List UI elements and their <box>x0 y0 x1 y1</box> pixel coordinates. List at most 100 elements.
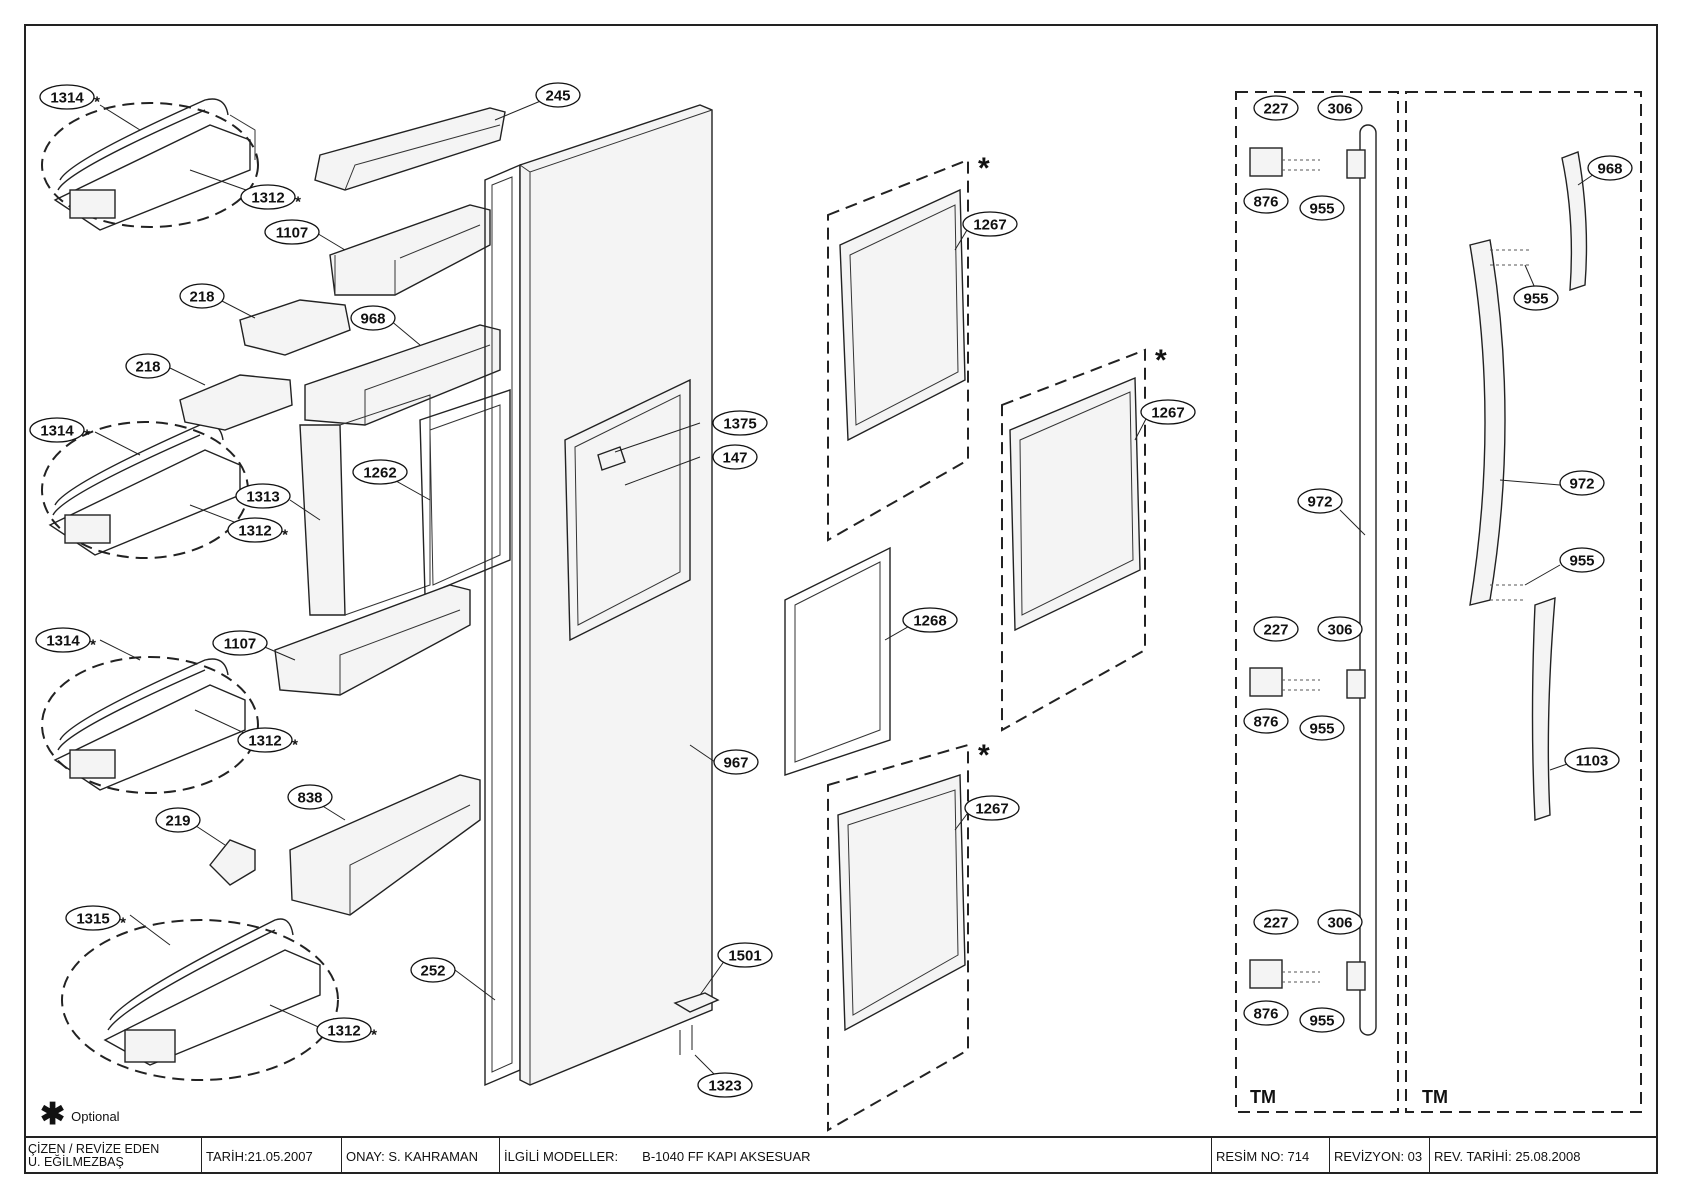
callout-955-a: 955 <box>1299 195 1345 221</box>
curved-handle-972 <box>1469 239 1506 606</box>
callout-1262: 1262 <box>352 459 408 485</box>
optional-star-icon: * <box>90 637 96 654</box>
hinge-block-876-b <box>1249 667 1366 699</box>
hinge-block-876-a <box>1249 147 1366 179</box>
handle-cap-245 <box>314 107 506 191</box>
option-box-1267-top <box>827 158 969 542</box>
tm-box-right <box>1405 91 1642 1113</box>
handle-bar-972 <box>1359 124 1377 1036</box>
tb-approval: ONAY: S. KAHRAMAN <box>342 1138 500 1174</box>
callout-label: 876 <box>1253 1006 1278 1023</box>
callout-1103: 1103 <box>1564 747 1620 773</box>
option-box-1267-mid <box>1001 348 1146 732</box>
leader-lines <box>94 94 1601 1086</box>
callout-label: 219 <box>165 813 190 830</box>
callout-label: 876 <box>1253 714 1278 731</box>
callout-955-d: 955 <box>1513 285 1559 311</box>
tm-label-right: TM <box>1422 1087 1448 1107</box>
callout-label: 218 <box>189 289 214 306</box>
callout-1312-a: 1312 * <box>240 184 301 211</box>
callout-1313: 1313 <box>235 483 291 509</box>
egg-tray-218-mid <box>179 374 293 431</box>
part-callouts: 1314*1312*24511072189682181314*131312621… <box>29 82 1633 1098</box>
cover-1267-mid <box>1009 376 1141 632</box>
gasket-1268 <box>784 546 891 776</box>
callout-218-b: 218 <box>125 353 171 379</box>
callout-label: 1375 <box>723 416 756 433</box>
callout-label: 838 <box>297 790 322 807</box>
door-rail-1314-mid <box>41 421 249 559</box>
plate-1501 <box>673 992 720 1013</box>
callout-1314-b: 1314* <box>29 417 90 444</box>
callout-label: 1313 <box>246 489 279 506</box>
callout-label: 227 <box>1263 622 1288 639</box>
callout-147: 147 <box>712 444 758 470</box>
tm-label-left: TM <box>1250 1087 1276 1107</box>
tb-models-label: İLGİLİ MODELLER: <box>504 1148 619 1164</box>
tb-revision-date: REV. TARİHİ: 25.08.2008 <box>1434 1148 1581 1164</box>
callout-label: 967 <box>723 755 748 772</box>
callout-label: 1315 <box>76 911 109 928</box>
tb-models-value: B-1040 FF KAPI AKSESUAR <box>642 1148 811 1164</box>
callout-label: 1312 <box>238 523 271 540</box>
asterisk-icon: ✱ <box>40 1098 66 1131</box>
callout-1323: 1323 <box>697 1072 753 1098</box>
callout-968-b: 968 <box>1587 155 1633 181</box>
callout-1314-c: 1314 * <box>35 627 96 654</box>
legend: ✱ Optional <box>40 1098 120 1131</box>
frame-1262 <box>419 389 511 597</box>
callout-955-c: 955 <box>1299 1007 1345 1033</box>
door-rail-1314-top <box>41 98 259 231</box>
tb-drawer-name: U. EĞİLMEZBAŞ <box>28 1155 124 1169</box>
callout-967: 967 <box>713 749 759 775</box>
clip-219 <box>209 839 256 886</box>
option-box-1267-low <box>827 743 969 1132</box>
optional-star-icon: * <box>1155 344 1167 377</box>
tb-models-cell: İLGİLİ MODELLER: B-1040 FF KAPI AKSESUAR <box>500 1138 1212 1174</box>
tb-drawer-cell: ÇİZEN / REVİZE EDEN U. EĞİLMEZBAŞ <box>24 1138 202 1174</box>
callout-label: 1312 <box>327 1023 360 1040</box>
callout-1267-a: 1267 <box>962 211 1018 237</box>
screws-1323 <box>679 1025 693 1055</box>
egg-tray-218-top <box>239 299 351 356</box>
callout-label: 955 <box>1309 201 1334 218</box>
callout-838: 838 <box>287 784 333 810</box>
callout-label: 1103 <box>1576 753 1609 770</box>
tb-drawer-label: ÇİZEN / REVİZE EDEN <box>28 1142 160 1156</box>
optional-star-icon: * <box>84 427 90 444</box>
callout-306-b: 306 <box>1317 616 1363 642</box>
callout-label: 1312 <box>248 733 281 750</box>
callout-1315: 1315* <box>65 905 126 932</box>
callout-245: 245 <box>535 82 581 108</box>
callout-label: 972 <box>1569 476 1594 493</box>
door-bin-968 <box>304 324 501 426</box>
callout-label: 968 <box>360 311 385 328</box>
callout-227-a: 227 <box>1253 95 1299 121</box>
callout-876-b: 876 <box>1243 708 1289 734</box>
callout-968-a: 968 <box>350 305 396 331</box>
callout-1312-d: 1312 * <box>316 1017 377 1044</box>
callout-label: 1262 <box>363 465 396 482</box>
callout-227-b: 227 <box>1253 616 1299 642</box>
callout-label: 306 <box>1327 101 1352 118</box>
callout-label: 1314 <box>46 633 80 650</box>
callout-label: 1312 <box>251 190 284 207</box>
optional-star-icon: * <box>371 1027 377 1044</box>
callout-label: 245 <box>545 88 570 105</box>
callout-1312-b: 1312* <box>227 517 288 544</box>
callout-1314-a: 1314* <box>39 84 100 111</box>
handle-cover-968 <box>1561 151 1588 291</box>
callout-label: 306 <box>1327 915 1352 932</box>
callout-306-a: 306 <box>1317 95 1363 121</box>
callout-label: 306 <box>1327 622 1352 639</box>
callout-1267-b: 1267 <box>1140 399 1196 425</box>
cover-1267-top <box>839 188 966 442</box>
optional-star-icon: * <box>94 94 100 111</box>
optional-star-icon: * <box>292 737 298 754</box>
callout-1268: 1268 <box>902 607 958 633</box>
callout-1267-c: 1267 <box>964 795 1020 821</box>
callout-306-c: 306 <box>1317 909 1363 935</box>
door-rail-1314-low <box>41 656 259 794</box>
callout-1107-a: 1107 <box>264 219 320 245</box>
optional-star-icon: * <box>295 194 301 211</box>
